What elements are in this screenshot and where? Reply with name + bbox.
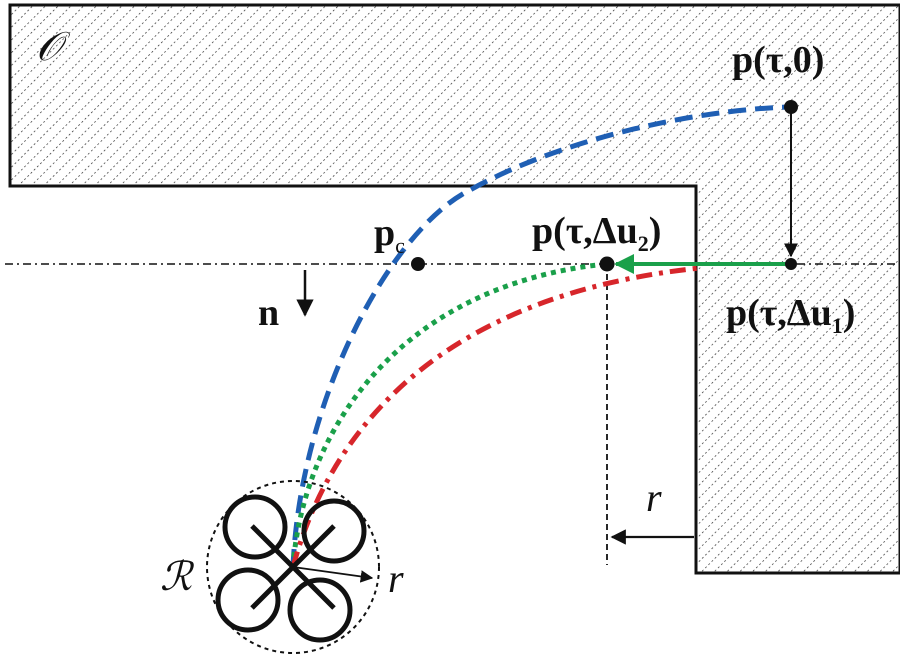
robot-quadrotor: [206, 480, 380, 654]
label-wall-radius: r: [646, 475, 662, 520]
trajectory-red: [290, 265, 701, 568]
robot-radius-arrow: [292, 566, 374, 583]
point-p-tau-du1: [785, 258, 797, 270]
rotor-top-left: [222, 494, 288, 560]
rotor-top-right: [301, 498, 367, 564]
label-p-tau-0: p(τ,0): [732, 39, 824, 81]
trajectory-green: [290, 261, 607, 568]
trajectory-blue: [290, 104, 791, 568]
rotor-bottom-left: [215, 567, 281, 633]
point-p-tau-du2: [599, 256, 615, 272]
robot-bound-circle: [206, 480, 380, 654]
obstacle-region: [8, 3, 900, 575]
point-p-tau-0: [784, 100, 798, 114]
label-robot: ℛ: [160, 554, 195, 599]
label-p-c: pc: [374, 212, 405, 258]
rotor-bottom-right: [287, 577, 353, 643]
label-p-tau-du2: p(τ,Δu2): [532, 210, 661, 256]
label-normal: n: [258, 292, 279, 334]
label-p-tau-du1: p(τ,Δu1): [726, 292, 855, 338]
point-p-c: [411, 257, 425, 271]
label-robot-radius: r: [388, 556, 404, 601]
